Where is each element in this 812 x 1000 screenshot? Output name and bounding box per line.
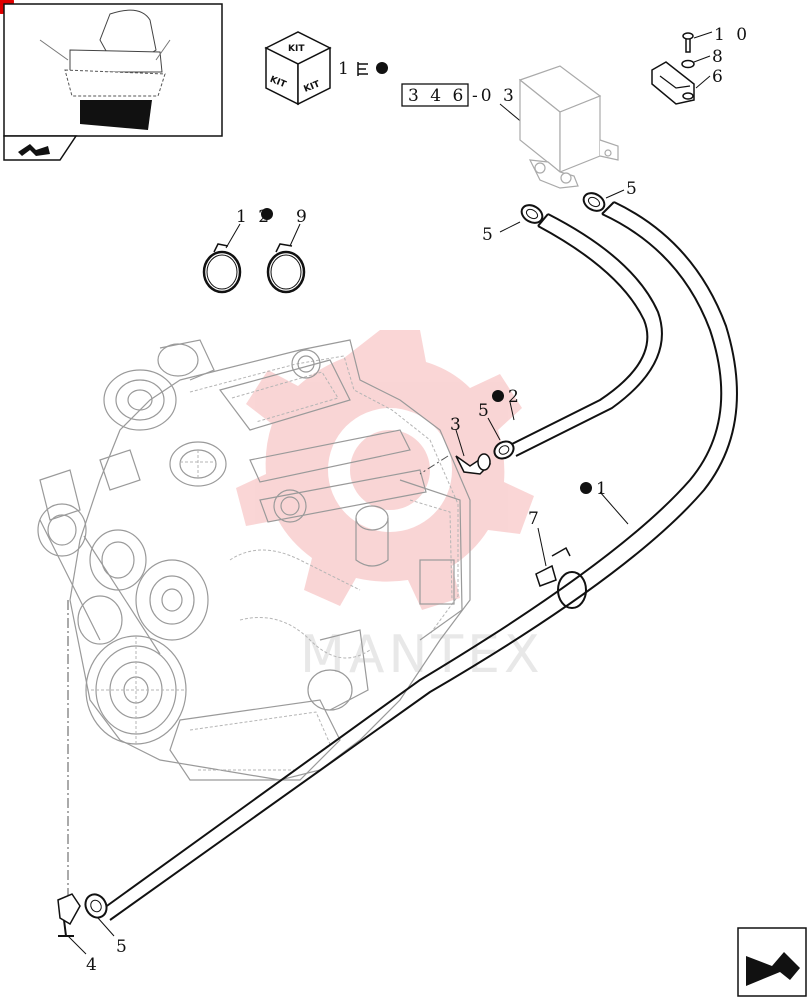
hose-clamp-12 [202,243,242,294]
seat-thumbnail-icon [39,9,171,130]
callout-1-kit: 1 [338,59,352,79]
heater-unit-ghost [518,65,619,189]
hose-1 [103,201,738,921]
hose-clamp-9 [266,243,306,294]
callout-4: 4 [86,955,100,975]
callout-9: 9 [296,207,310,227]
callout-5-bottom: 5 [116,937,130,957]
callout-12: 1 2 [236,207,272,227]
gear-watermark-icon [236,330,534,610]
callout-5-left-clamp: 5 [482,225,496,245]
callout-6: 6 [712,67,726,87]
clip-icon [651,61,695,105]
filled-dot-icon [261,208,273,220]
hose-2 [507,213,663,457]
callout-5-right-clamp: 5 [626,179,640,199]
callout-3: 3 [450,415,464,435]
callout-7: 7 [528,509,542,529]
hose-clamp-5-mid [493,440,515,460]
next-page-arrow-icon[interactable] [737,927,807,997]
callout-1-hose: 1 [596,479,610,499]
callout-2: 2 [508,387,522,407]
callout-10: 1 0 [714,25,750,45]
filled-dot-icon [376,62,388,74]
hose-clamp-5-bottom [84,893,108,919]
filled-dot-icon [580,482,592,494]
callout-8: 8 [712,47,726,67]
reference-line [419,455,449,475]
reference-box[interactable] [401,83,469,107]
kit-label-top: KIT [288,44,305,54]
reference-suffix: -0 3 [472,86,517,106]
kit-symbol-icon [357,62,368,76]
hose-clamp-5-left [520,204,544,224]
reference-code[interactable]: 3 4 6 [408,86,466,106]
kit-cube-icon: KIT KIT KIT [264,31,332,106]
hose-clip-7 [535,546,587,609]
back-arrow-icon[interactable] [18,144,50,156]
filled-dot-icon [492,390,504,402]
tee-fitting-4 [57,893,81,937]
watermark-text: MANTEX [300,625,544,685]
thumbnail-panel[interactable] [3,3,223,161]
callout-5-mid: 5 [478,401,492,421]
engine-illustration [37,339,471,781]
elbow-fitting-3 [455,453,492,475]
clip-assembly [651,32,695,105]
hose-clamp-5-right [582,192,606,212]
washer-icon [681,59,695,69]
